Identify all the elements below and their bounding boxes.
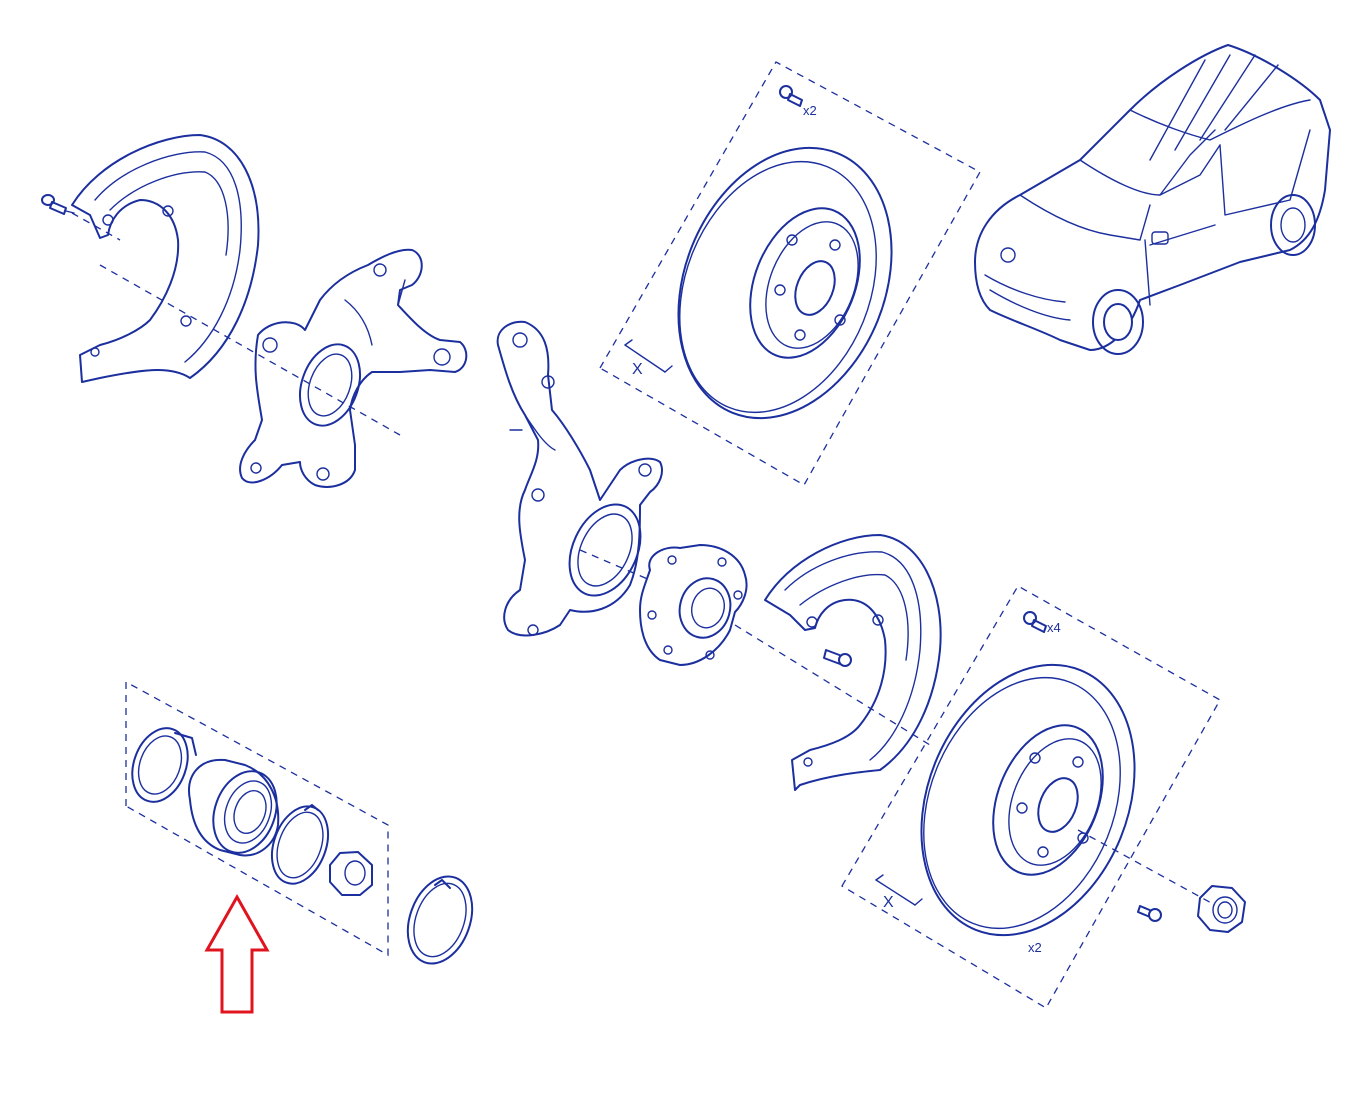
arrow-up-icon (204, 893, 270, 1014)
axis-line-bottom-disc (1077, 829, 1216, 906)
vehicle-illustration (974, 44, 1331, 355)
steering-knuckle-upper (239, 248, 468, 488)
group-outline-bearing-kit (125, 680, 389, 957)
disc-screw-bottom (1023, 611, 1047, 633)
brake-disc-top (677, 146, 893, 420)
bottom-disc-qty: x2 (1028, 940, 1042, 955)
dimension-x-bottom (875, 874, 923, 906)
disc-small-screw-bottom (1137, 905, 1162, 922)
dust-shield-lower-right (764, 534, 942, 791)
steering-knuckle-center (496, 320, 663, 637)
hub-nut-bearing-kit (329, 851, 373, 896)
hub-nut (1197, 885, 1246, 933)
snap-ring-left (131, 727, 197, 803)
axis-line-center-knuckle (579, 549, 651, 581)
axis-line-upper-shield-2 (99, 264, 401, 436)
axis-line-hub (734, 624, 931, 746)
brake-disc-bottom (920, 663, 1136, 937)
shield-screw-upper-left (41, 194, 75, 215)
disc-screw-top (779, 85, 803, 107)
wheel-bearing (188, 758, 280, 857)
dimension-x-top (624, 339, 673, 373)
bottom-disc-dimension-label: X (883, 894, 894, 911)
wheel-hub (639, 544, 748, 666)
circlip-outside (406, 875, 474, 965)
axis-line-upper-shield (71, 212, 121, 241)
dust-shield-upper-left (71, 134, 260, 383)
circlip-middle (270, 804, 330, 885)
group-outline-top-disc (599, 61, 981, 486)
bottom-disc-screw-qty: x4 (1047, 620, 1061, 635)
top-disc-screw-qty: x2 (803, 103, 817, 118)
shield-screw-lower-right (823, 649, 852, 667)
top-disc-dimension-label: X (632, 361, 643, 378)
